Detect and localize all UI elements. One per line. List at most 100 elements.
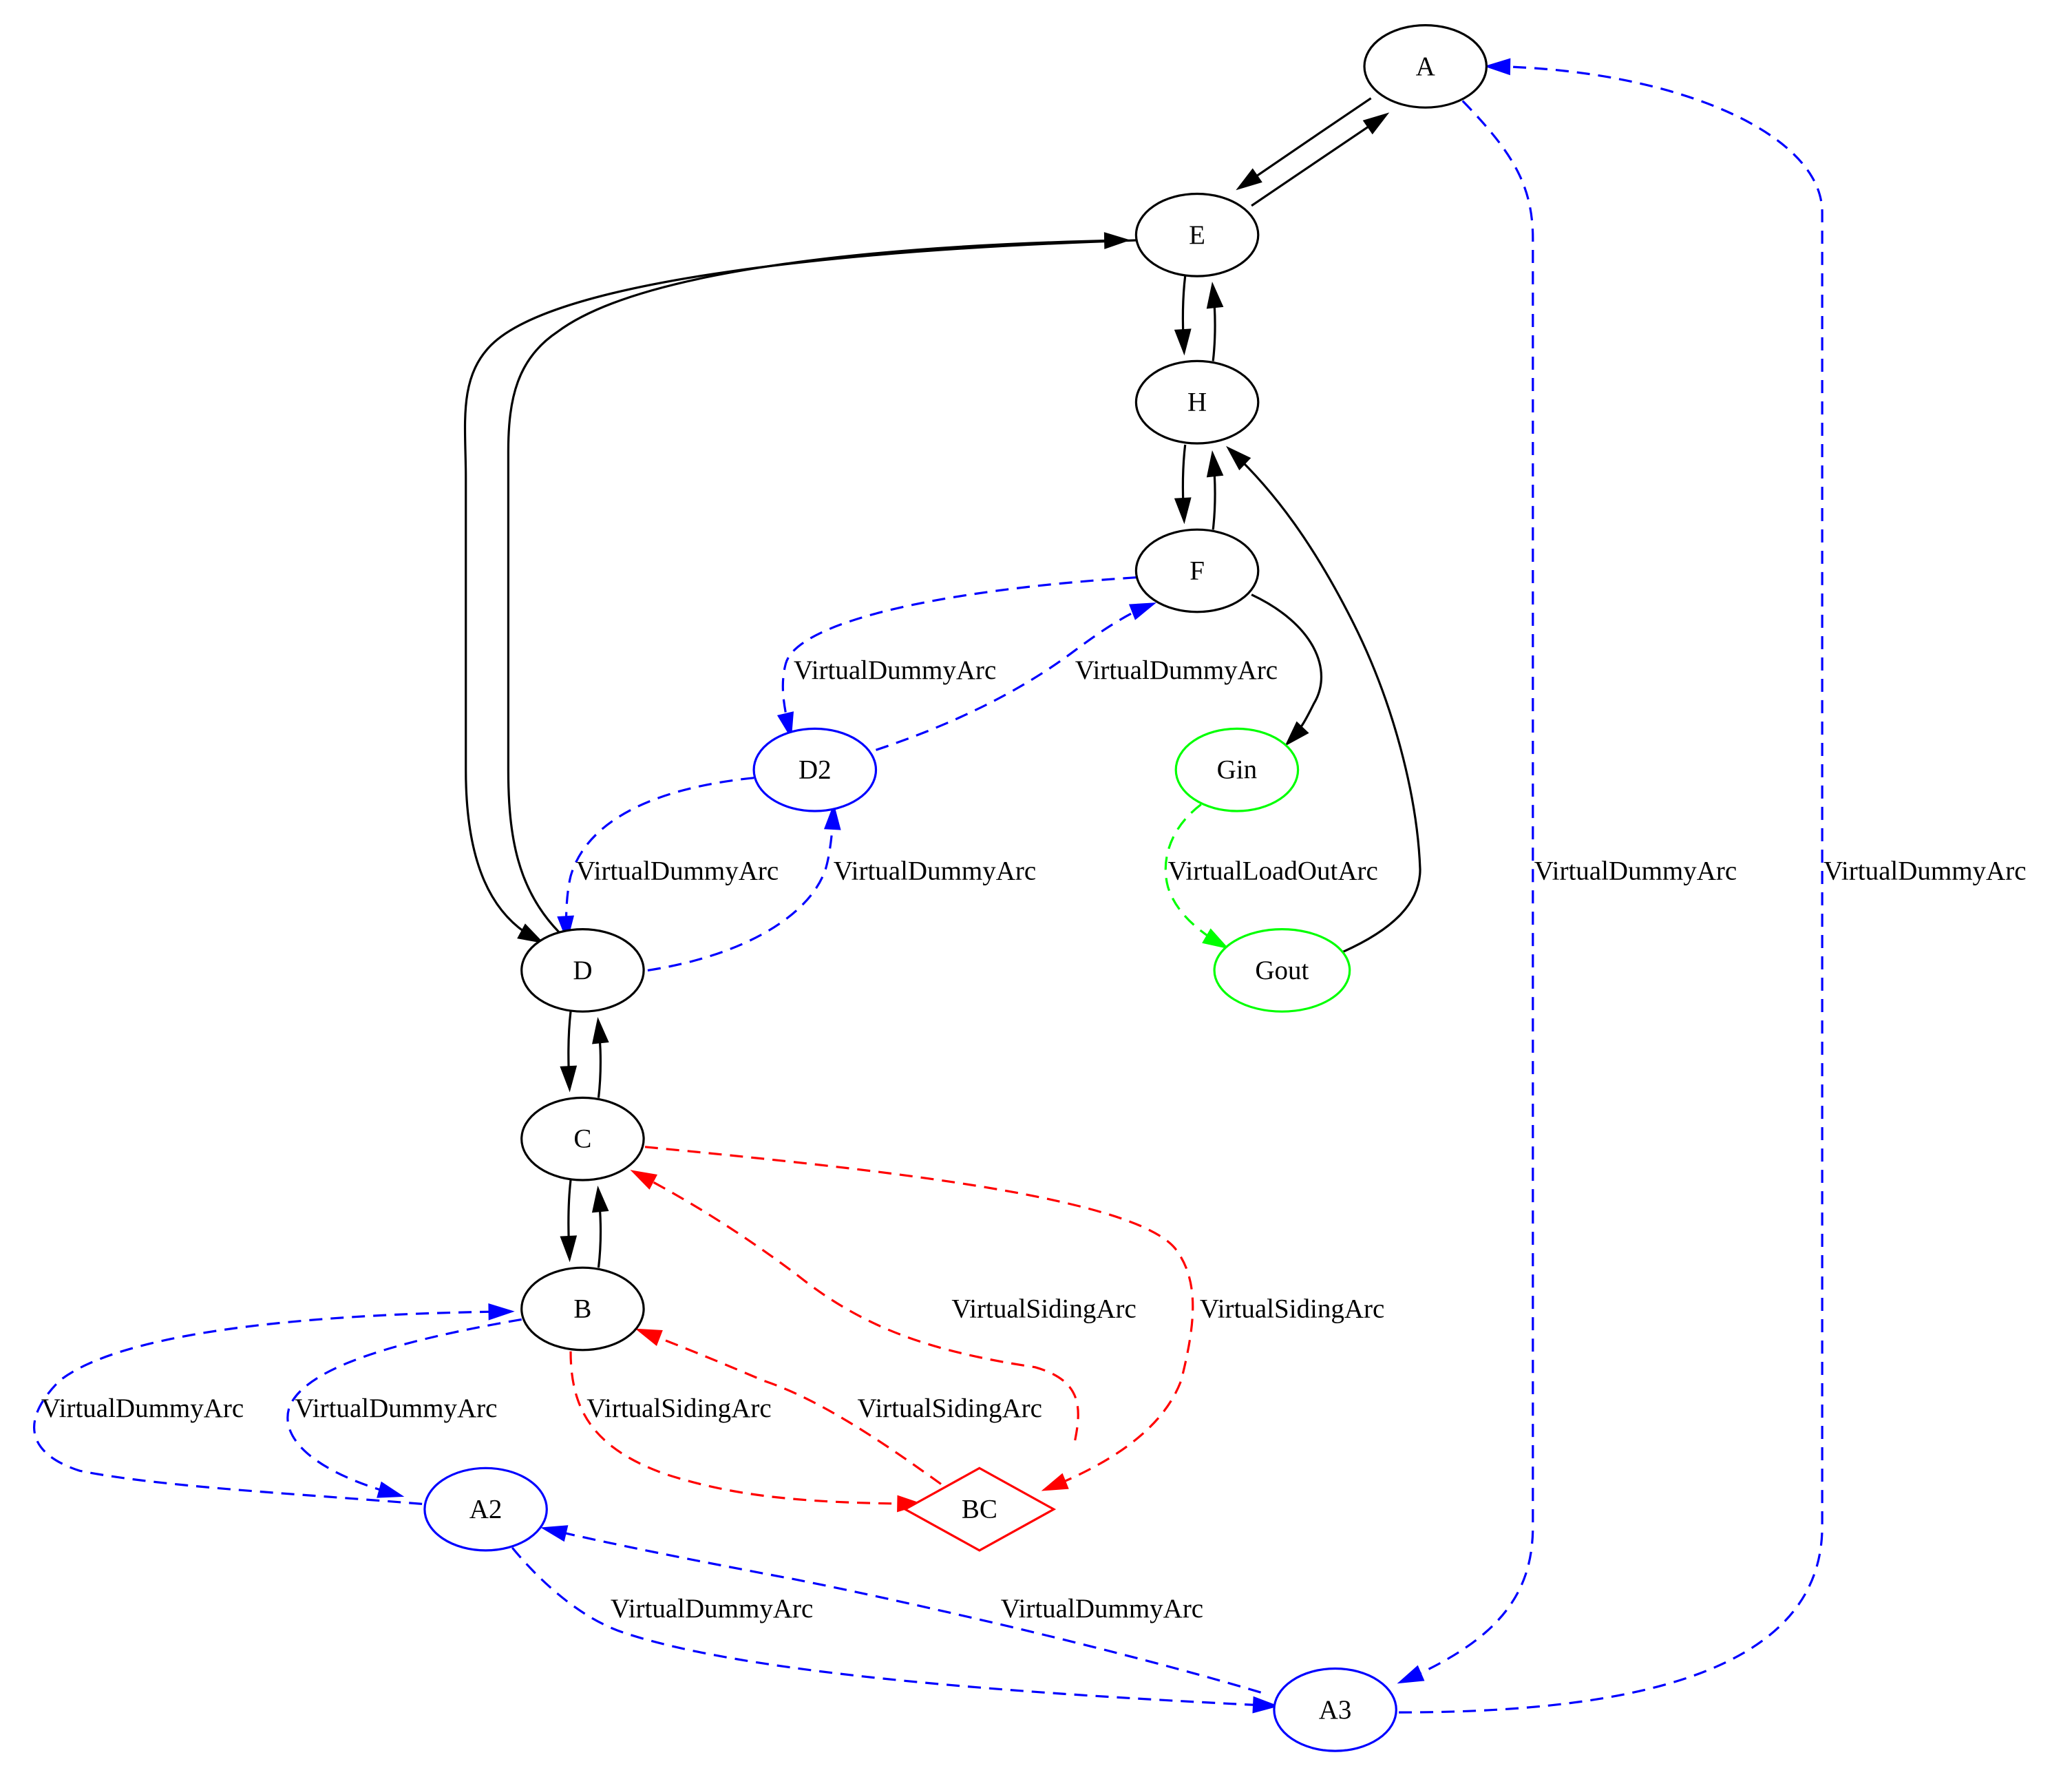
edge-line	[564, 777, 754, 935]
node-gin[interactable]: Gin	[1174, 727, 1300, 812]
edge-line	[1231, 450, 1421, 953]
edge-line	[1404, 100, 1534, 1682]
arrowhead	[630, 1170, 658, 1190]
edge-line	[1251, 116, 1384, 207]
edge-label: VirtualSidingArc	[951, 1294, 1136, 1324]
node-label: Gout	[1255, 956, 1309, 985]
arrowhead	[560, 1235, 578, 1263]
edge-label: VirtualDummyArc	[295, 1394, 497, 1423]
arrowhead	[1174, 328, 1192, 356]
arrowhead	[635, 1328, 663, 1347]
edge-label: VirtualSidingArc	[586, 1394, 771, 1423]
edge-line	[463, 239, 1137, 941]
node-d[interactable]: D	[520, 927, 645, 1013]
edge-a3-to-a	[1399, 58, 1823, 1714]
edge-label: VirtualDummyArc	[611, 1594, 813, 1623]
node-h[interactable]: H	[1134, 359, 1260, 445]
node-diamond-shape	[902, 1467, 1057, 1552]
edge-c-to-bc	[644, 1146, 1194, 1491]
node-f[interactable]: F	[1134, 528, 1260, 613]
edge-line	[511, 1546, 1272, 1707]
edge-h-to-e	[1206, 282, 1224, 361]
edge-d2-to-f	[875, 602, 1157, 751]
arrowhead	[377, 1481, 405, 1498]
edge-label: VirtualDummyArc	[1001, 1594, 1203, 1623]
edge-label: VirtualDummyArc	[794, 655, 996, 685]
edge-label: VirtualDummyArc	[41, 1394, 244, 1423]
arrowhead	[488, 1303, 515, 1321]
node-label: C	[573, 1124, 591, 1154]
node-ellipse-shape	[1363, 24, 1488, 109]
arrowhead	[560, 1065, 578, 1093]
edge-label: VirtualSidingArc	[858, 1394, 1042, 1423]
edge-h-to-f	[1174, 444, 1192, 525]
node-a[interactable]: A	[1363, 24, 1488, 109]
arrowhead	[1103, 232, 1131, 249]
edge-line	[1164, 803, 1223, 947]
edge-f-to-gin	[1251, 593, 1323, 746]
node-gout[interactable]: Gout	[1213, 927, 1351, 1013]
node-label: D2	[799, 755, 832, 785]
node-label: A	[1416, 52, 1435, 81]
edge-bc-to-b	[635, 1328, 942, 1485]
edge-a2-to-b	[33, 1303, 515, 1505]
edge-line	[1399, 65, 1823, 1714]
edge-bc-to-c	[630, 1170, 1079, 1441]
node-e[interactable]: E	[1134, 192, 1260, 277]
edge-label: VirtualDummyArc	[1534, 856, 1737, 885]
node-c[interactable]: C	[520, 1096, 645, 1181]
edge-label: VirtualSidingArc	[1200, 1294, 1384, 1324]
edge-gout-to-h	[1226, 445, 1421, 953]
node-ellipse-shape	[1213, 927, 1351, 1013]
node-ellipse-shape	[1174, 727, 1300, 812]
edge-a2-to-a3	[511, 1546, 1280, 1714]
edge-line	[1251, 593, 1323, 742]
arrowhead	[591, 1186, 609, 1213]
node-bc[interactable]: BC	[902, 1467, 1057, 1552]
edge-e-to-h	[1174, 275, 1192, 356]
edge-c-to-b	[560, 1179, 578, 1263]
edge-line	[636, 1172, 1079, 1441]
arrowhead	[1041, 1473, 1069, 1491]
arrowhead	[823, 803, 841, 830]
edge-label: VirtualLoadOutArc	[1168, 856, 1378, 885]
edge-line	[642, 1330, 942, 1485]
edge-label: VirtualDummyArc	[1075, 655, 1278, 685]
node-a3[interactable]: A3	[1273, 1667, 1397, 1752]
arrowhead	[1202, 928, 1229, 949]
node-ellipse-shape	[423, 1467, 548, 1552]
edge-a-to-a3	[1397, 100, 1534, 1684]
edge-line	[547, 1528, 1262, 1694]
edge-c-to-d	[592, 1017, 609, 1098]
edges-layer	[33, 58, 1823, 1714]
node-b[interactable]: B	[520, 1266, 645, 1352]
edge-line	[781, 576, 1137, 732]
node-label: BC	[962, 1495, 997, 1524]
edge-label: VirtualDummyArc	[1823, 856, 2026, 885]
edge-line	[647, 810, 835, 971]
edge-d-to-c	[560, 1011, 578, 1093]
node-ellipse-shape	[1273, 1667, 1397, 1752]
arrowhead	[1483, 58, 1511, 76]
node-label: E	[1189, 220, 1205, 250]
node-ellipse-shape	[1134, 528, 1260, 613]
node-ellipse-shape	[520, 1096, 645, 1181]
edge-b-to-a2	[286, 1318, 522, 1498]
node-label: Gin	[1217, 755, 1258, 785]
node-a2[interactable]: A2	[423, 1467, 548, 1552]
edge-line	[286, 1318, 522, 1496]
edge-b-to-c	[591, 1186, 609, 1268]
edge-e-to-a	[1251, 112, 1390, 207]
arrowhead	[1128, 602, 1157, 620]
arrowhead	[592, 1017, 609, 1044]
edge-d2-to-d	[557, 777, 754, 943]
edge-line	[33, 1310, 507, 1505]
node-label: D	[573, 956, 592, 985]
node-ellipse-shape	[752, 727, 878, 812]
edge-f-to-d2	[776, 576, 1137, 739]
node-d2[interactable]: D2	[752, 727, 878, 812]
edge-label: VirtualDummyArc	[834, 856, 1036, 885]
